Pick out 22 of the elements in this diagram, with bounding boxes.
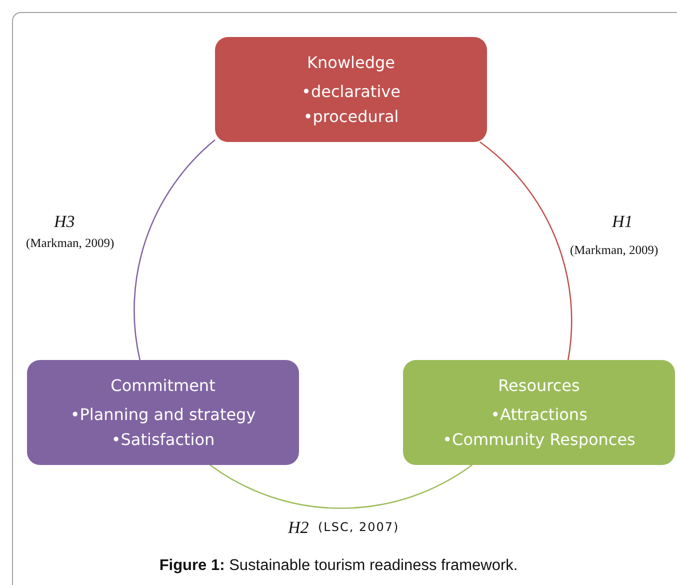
concept-box [215, 37, 487, 142]
box-heading: Resources [498, 375, 580, 397]
concept-box [27, 360, 299, 465]
concept-box [403, 360, 675, 465]
bullet-item: •declarative [302, 81, 400, 103]
hypothesis-label: H2 [288, 518, 309, 538]
bullet-item: •Attractions [490, 404, 588, 426]
citation-label: (Markman, 2009) [570, 243, 658, 258]
bullet-item: •procedural [303, 106, 399, 128]
bullet-item: •Planning and strategy [70, 404, 256, 426]
figure-caption: Figure 1: Sustainable tourism readiness framework. [158, 557, 519, 575]
connector-arc [480, 142, 572, 360]
citation-label: (LSC, 2007) [318, 520, 400, 534]
bullet-item: •Satisfaction [111, 429, 215, 451]
hypothesis-label: H1 [612, 212, 633, 232]
box-heading: Knowledge [307, 52, 395, 74]
connector-arc [210, 464, 472, 509]
hypothesis-label: H3 [54, 212, 75, 232]
box-heading: Commitment [110, 375, 216, 397]
connector-arc [134, 139, 216, 360]
citation-label: (Markman, 2009) [26, 236, 114, 251]
bullet-item: •Community Responces [442, 429, 636, 451]
